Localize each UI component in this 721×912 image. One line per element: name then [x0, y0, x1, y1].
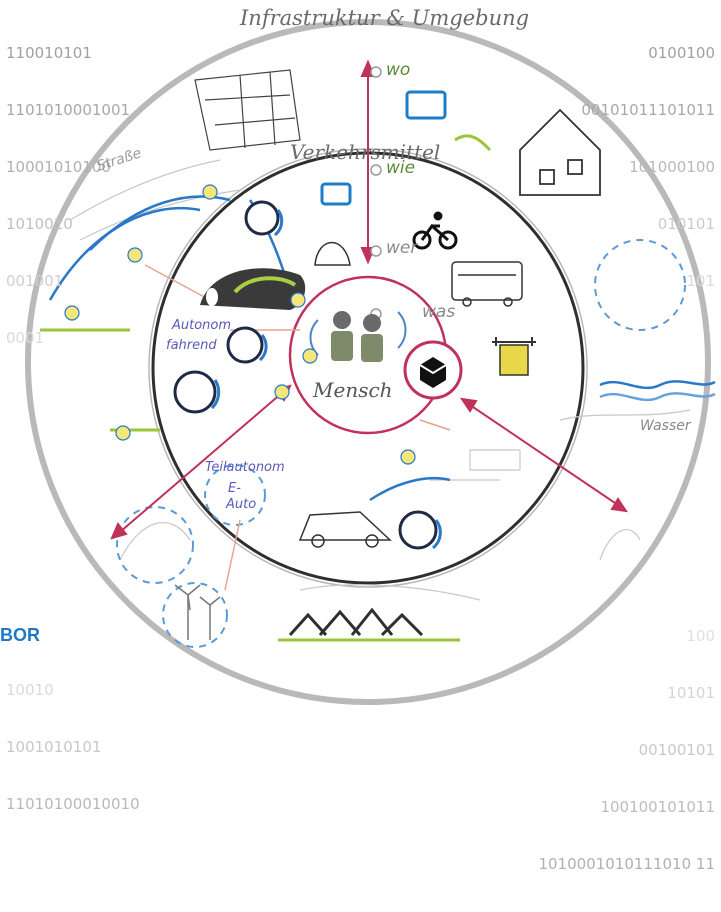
label-transport: Verkehrsmittel	[290, 140, 441, 164]
village-sketch	[278, 607, 460, 642]
wind-turbines	[174, 584, 221, 640]
drone-icon	[492, 337, 536, 376]
label-infrastructure: Infrastruktur & Umgebung	[240, 6, 530, 30]
label-human: Mensch	[313, 378, 393, 402]
binary-bottom-left: 10010 1001010101 11010100010010	[6, 681, 140, 813]
question-wer: wer	[386, 238, 418, 258]
outer-ring	[25, 19, 711, 705]
bus-icon	[451, 261, 523, 307]
car-outlines	[298, 241, 392, 548]
logo-text: BOR	[0, 625, 40, 645]
human-figures	[331, 311, 383, 362]
sketch-strokes	[40, 159, 691, 601]
red-arrows	[110, 59, 629, 540]
wheel-icon-arcs	[210, 209, 442, 550]
binary-top-left: 110010101 1101010001001 10001010100 1010…	[6, 44, 131, 347]
diagram-canvas	[25, 19, 716, 705]
house-sketch	[454, 108, 601, 196]
diagram-stage: 110010101 1101010001001 10001010100 1010…	[0, 6, 716, 873]
shuttle-icon	[200, 268, 306, 310]
map-sketch	[194, 69, 301, 151]
question-wo: wo	[386, 60, 411, 80]
question-was: was	[422, 302, 456, 322]
note-fahrend: fahrend	[166, 338, 217, 353]
note-autonom: Autonom	[172, 318, 232, 333]
binary-top-right: 0100100 00101011101011 101000100 010101 …	[581, 44, 715, 290]
water-waves	[599, 380, 716, 402]
wheel-icons	[173, 200, 438, 550]
binary-bottom-right: 100 10101 00100101 100100101011 10100010…	[538, 627, 715, 873]
info-dots	[64, 184, 416, 465]
note-e-auto-1: E-	[228, 481, 241, 496]
note-teilautonom: Teilautonom	[205, 460, 285, 475]
note-wasser: Wasser	[640, 418, 691, 434]
tablet-icons	[320, 90, 447, 206]
question-wie: wie	[386, 158, 416, 178]
dashed-circles	[116, 239, 686, 648]
note-e-auto-2: Auto	[226, 497, 257, 512]
bicycle-icon	[412, 211, 458, 250]
human-signal-arcs	[309, 311, 407, 356]
question-markers	[370, 66, 382, 320]
package-badge	[403, 340, 463, 400]
